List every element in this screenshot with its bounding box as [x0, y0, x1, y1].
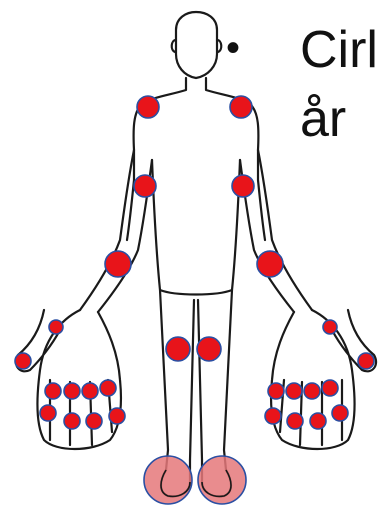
joint-pip-left-3	[86, 413, 102, 429]
joint-knee-right	[197, 337, 221, 361]
joint-shoulder-right	[230, 96, 252, 118]
bullet-point: •	[226, 28, 240, 68]
left-leg-outline	[162, 300, 194, 470]
joint-mcp-right-3	[304, 383, 320, 399]
joint-mcp-right-4	[322, 380, 338, 396]
hips-outline	[152, 160, 240, 330]
joint-mcp-left-1	[45, 383, 61, 399]
left-arm-outline	[80, 150, 152, 312]
joint-thumb-left	[49, 320, 63, 334]
joint-knee-left	[166, 337, 190, 361]
joint-mcp-left-4	[100, 380, 116, 396]
right-arm-outline	[240, 150, 312, 312]
bullet-text-line-1: Cirl	[300, 24, 378, 76]
right-leg-outline	[198, 300, 230, 470]
joint-elbow-left	[134, 175, 156, 197]
joint-thumb-right	[323, 320, 337, 334]
joint-pip-left-4	[109, 408, 125, 424]
joint-mcp-left-3	[82, 383, 98, 399]
joint-pip-left-2	[64, 413, 80, 429]
joint-wrist-left	[105, 251, 131, 277]
joint-shoulder-left	[137, 96, 159, 118]
joint-pip-right-2	[287, 413, 303, 429]
joint-elbow-right	[232, 175, 254, 197]
joint-pip-left-1	[40, 405, 56, 421]
joint-mcp-left-2	[64, 383, 80, 399]
joint-mcp-right-1	[268, 383, 284, 399]
joint-mcp-right-2	[286, 383, 302, 399]
joint-pip-right-1	[265, 408, 281, 424]
joint-wrist-right	[257, 251, 283, 277]
joint-pip-right-3	[310, 413, 326, 429]
joint-pip-right-4	[332, 405, 348, 421]
joint-thumb-tip-left	[15, 353, 31, 369]
joint-thumb-tip-right	[358, 353, 374, 369]
bullet-text-line-2: år	[300, 93, 346, 145]
head-outline	[176, 12, 217, 78]
